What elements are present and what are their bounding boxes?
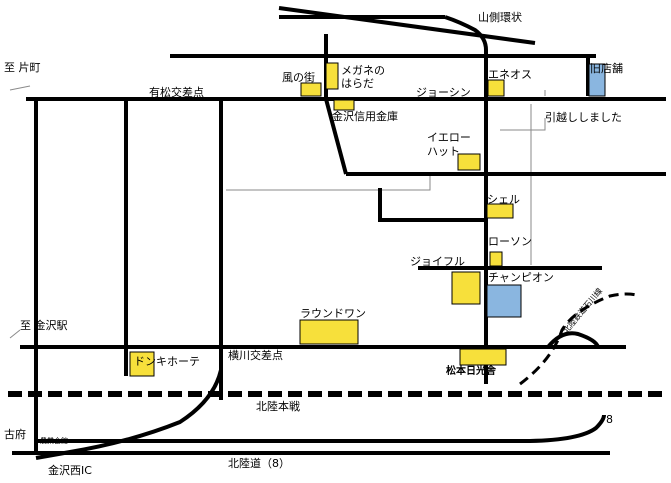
- don-quijote-marker: [129, 351, 155, 377]
- main-roads: [12, 6, 666, 460]
- label-lawson: ローソン: [488, 235, 532, 248]
- lawson-marker: [489, 251, 503, 267]
- joyful-marker: [451, 271, 481, 305]
- label-shinkin: 金沢信用金庫: [332, 110, 398, 123]
- label-kyu-tenpo: 旧店舗: [590, 62, 623, 75]
- label-champion: チャンピオン: [488, 271, 554, 284]
- store-markers: [129, 62, 606, 377]
- label-hikkoshi: 引越ししました: [545, 111, 622, 124]
- label-round-one: ラウンドワン: [300, 307, 366, 320]
- champion-marker: [486, 284, 522, 318]
- label-shell: シェル: [487, 193, 520, 206]
- label-kaze-no-machi: 風の街: [282, 71, 315, 84]
- label-arimatsu: 有松交差点: [149, 86, 204, 99]
- kaze-no-machi-marker: [300, 82, 322, 97]
- label-hokurikudo: 北陸道（8）: [228, 457, 290, 470]
- label-megane: メガネの はらだ: [341, 64, 385, 90]
- label-to-katamachi: 至 片町: [4, 61, 41, 74]
- label-yokogawa: 横川交差点: [228, 349, 283, 362]
- yellow-hat-marker: [457, 153, 481, 171]
- label-kanazawa-nishi-ic: 金沢西IC: [48, 464, 92, 477]
- label-matsumoto: 松本日光舎: [446, 366, 496, 377]
- label-joyful: ジョイフル: [410, 255, 465, 268]
- label-to-kanazawa-eki: 至 金沢駅: [20, 319, 68, 332]
- ishikawa-line: [519, 292, 641, 386]
- round-one-marker: [299, 319, 359, 345]
- label-nogyo-kaikan: 農業会館: [40, 437, 68, 445]
- old-store-marker: [588, 63, 606, 97]
- label-route8: 8: [606, 413, 613, 426]
- eneos-marker: [487, 79, 505, 97]
- label-joshin: ジョーシン: [416, 86, 471, 99]
- label-don-quijote: ドンキホーテ: [134, 355, 200, 368]
- shell-marker: [486, 203, 514, 219]
- label-hokuriku-honsen: 北陸本戦: [256, 400, 300, 413]
- label-eneos: エネオス: [488, 68, 532, 81]
- megane-marker: [325, 62, 339, 90]
- label-kofu: 古府: [4, 428, 26, 441]
- matsumoto-marker: [459, 348, 507, 366]
- loop-road: [546, 331, 600, 349]
- label-sanso-kanjo: 山側環状: [478, 11, 522, 24]
- shinkin-marker: [333, 99, 355, 111]
- label-yellow-hat: イエロー ハット: [427, 131, 471, 158]
- minor-roads: [9, 85, 546, 339]
